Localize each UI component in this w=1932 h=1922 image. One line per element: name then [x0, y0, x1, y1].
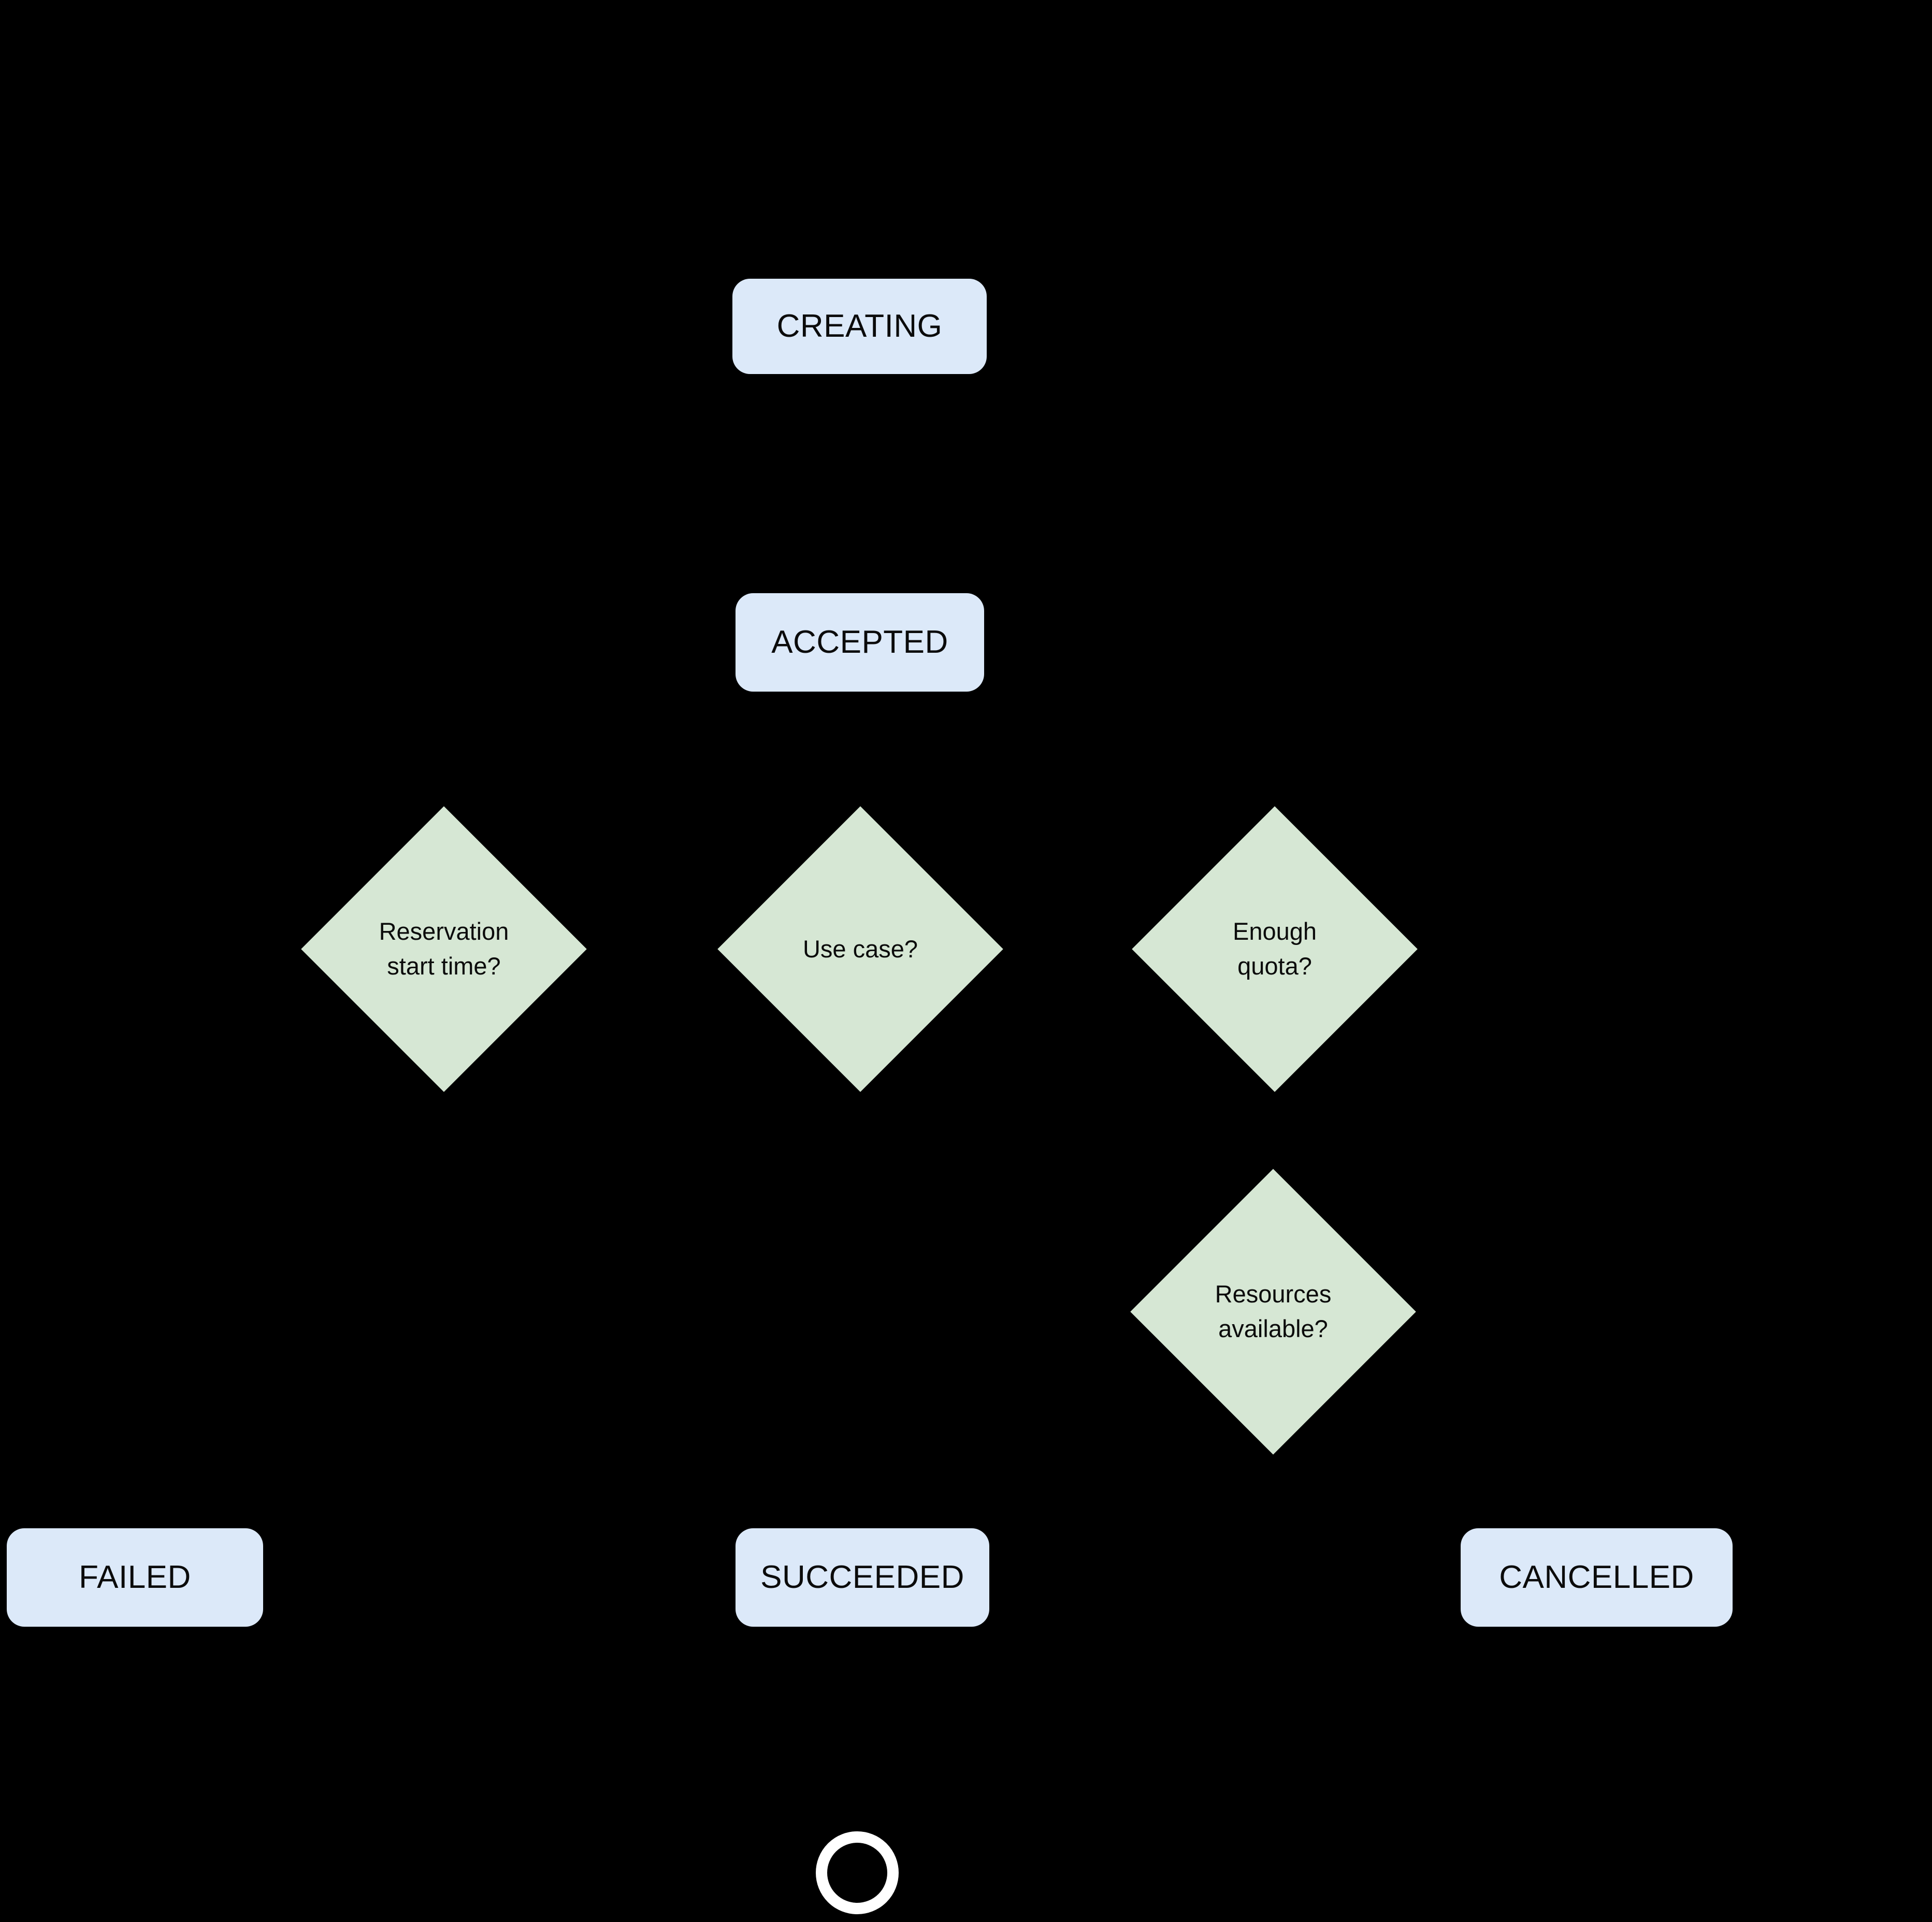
- decision-label-enough-quota: Enough quota?: [1232, 917, 1317, 980]
- state-box-succeeded[interactable]: SUCCEEDED: [736, 1528, 989, 1627]
- state-box-accepted[interactable]: ACCEPTED: [736, 593, 984, 692]
- decision-label-use-case: Use case?: [802, 935, 918, 963]
- end-terminal-circle-icon: [816, 1831, 899, 1914]
- state-box-cancelled[interactable]: CANCELLED: [1461, 1528, 1733, 1627]
- state-label-creating: CREATING: [776, 308, 943, 344]
- decision-resources-available[interactable]: Resources available?: [1130, 1169, 1416, 1455]
- edge-reservation-failed: [133, 1051, 445, 1528]
- state-label-failed: FAILED: [79, 1559, 191, 1595]
- state-box-failed[interactable]: FAILED: [7, 1528, 263, 1627]
- state-label-succeeded: SUCCEEDED: [760, 1559, 964, 1595]
- edge-accepted-quota: [858, 692, 1276, 848]
- decision-label-reservation-start-time: Reservation start time?: [379, 917, 509, 980]
- edge-resources-cancelled: [1271, 1412, 1598, 1528]
- decision-reservation-start-time[interactable]: Reservation start time?: [301, 806, 587, 1092]
- decision-enough-quota[interactable]: Enough quota?: [1132, 806, 1418, 1092]
- state-box-creating[interactable]: CREATING: [732, 279, 987, 374]
- edge-accepted-reservation: [441, 692, 862, 848]
- decision-use-case[interactable]: Use case?: [717, 806, 1003, 1092]
- state-label-accepted: ACCEPTED: [771, 624, 948, 660]
- state-label-cancelled: CANCELLED: [1499, 1559, 1694, 1595]
- decision-label-resources-available: Resources available?: [1215, 1280, 1332, 1342]
